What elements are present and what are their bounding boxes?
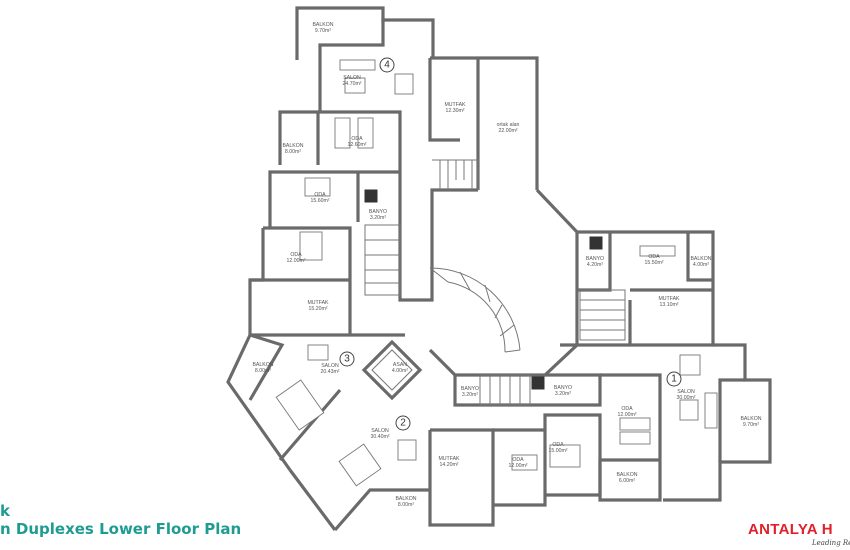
room-area: 24.70m²	[342, 81, 361, 87]
room-name: BALKON	[312, 22, 333, 28]
room-area: 22.00m²	[498, 128, 517, 134]
room-area: 12.00m²	[508, 463, 527, 469]
room-name: ODA	[290, 252, 302, 258]
room-name: SALON	[343, 75, 361, 81]
room-area: 13.10m²	[659, 302, 678, 308]
company-logo: ANTALYA H	[748, 521, 833, 538]
unit-marker-2: 2	[395, 415, 411, 431]
room-name: ODA	[314, 192, 326, 198]
room-labels: BALKON 9.70m² SALON 24.70m² MUTFAK 12.30…	[252, 22, 761, 508]
room-area: 4.00m²	[392, 368, 408, 374]
room-area: 4.00m²	[693, 262, 709, 268]
room-area: 20.43m²	[320, 369, 339, 375]
room-name: BANYO	[586, 256, 604, 262]
room-area: 12.60m²	[347, 142, 366, 148]
room-area: 4.20m²	[587, 262, 603, 268]
unit-markers: 1 2 3 4	[339, 57, 682, 431]
room-area: 12.00m²	[617, 412, 636, 418]
room-name: ODA	[621, 406, 633, 412]
room-area: 15.00m²	[548, 448, 567, 454]
room-name: SALON	[677, 389, 695, 395]
room-area: 15.20m²	[308, 306, 327, 312]
room-area: 30.40m²	[370, 434, 389, 440]
room-name: BALKON	[740, 416, 761, 422]
svg-text:1: 1	[671, 374, 677, 385]
unit-marker-4: 4	[379, 57, 395, 73]
room-area: 15.50m²	[644, 260, 663, 266]
staircases	[364, 159, 626, 406]
room-name: ASAN	[393, 362, 407, 368]
room-area: 30.00m²	[676, 395, 695, 401]
room-name: ODA	[552, 442, 564, 448]
room-name: BALKON	[252, 362, 273, 368]
svg-text:3: 3	[344, 354, 350, 365]
room-name: MUTFAK	[444, 102, 466, 108]
room-name: SALON	[321, 363, 339, 369]
room-area: 6.00m²	[619, 478, 635, 484]
room-area: 3.20m²	[370, 215, 386, 221]
logo-tagline: Leading Re	[812, 539, 850, 547]
page-title-line2: n Duplexes Lower Floor Plan	[0, 520, 242, 538]
room-area: 9.70m²	[743, 422, 759, 428]
room-area: 8.00m²	[398, 502, 414, 508]
room-name: ODA	[351, 136, 363, 142]
room-name: MUTFAK	[658, 296, 680, 302]
room-area: 12.30m²	[445, 108, 464, 114]
page-title-line1: k	[0, 502, 10, 520]
room-name: BALKON	[395, 496, 416, 502]
svg-text:2: 2	[400, 418, 406, 429]
furniture	[275, 59, 718, 487]
room-name: BANYO	[369, 209, 387, 215]
room-name: BANYO	[554, 385, 572, 391]
unit-marker-3: 3	[339, 351, 355, 367]
walls	[226, 6, 772, 532]
room-area: 9.70m²	[315, 28, 331, 34]
room-area: 3.20m²	[555, 391, 571, 397]
room-name: ODA	[648, 254, 660, 260]
room-name: SALON	[371, 428, 389, 434]
room-area: 12.00m²	[286, 258, 305, 264]
svg-text:4: 4	[384, 60, 390, 71]
room-area: 8.00m²	[255, 368, 271, 374]
room-name: ODA	[512, 457, 524, 463]
room-area: 3.20m²	[462, 392, 478, 398]
room-name: BANYO	[461, 386, 479, 392]
room-name: BALKON	[616, 472, 637, 478]
room-area: 8.00m²	[285, 149, 301, 155]
unit-marker-1: 1	[666, 371, 682, 387]
room-area: 15.60m²	[310, 198, 329, 204]
room-name: MUTFAK	[438, 456, 460, 462]
room-name: BALKON	[282, 143, 303, 149]
room-area: 14.20m²	[439, 462, 458, 468]
room-name: MUTFAK	[307, 300, 329, 306]
room-name: BALKON	[690, 256, 711, 262]
room-name: ortak alan	[497, 122, 520, 128]
